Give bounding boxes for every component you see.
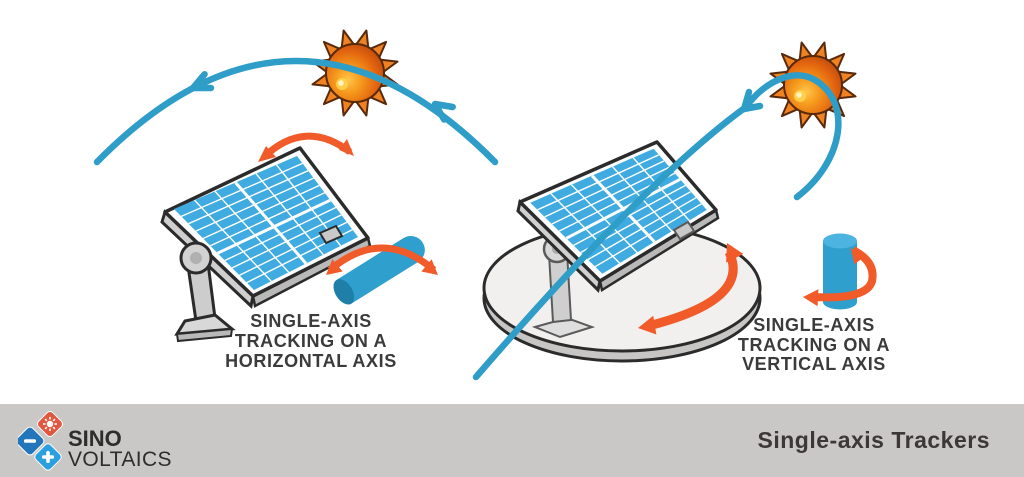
arrow-chevron-icon bbox=[431, 100, 456, 123]
slide-title: Single-axis Trackers bbox=[757, 427, 990, 453]
horizontal-axis-tracker-diagram: SINGLE-AXIS TRACKING ON A HORIZONTAL AXI… bbox=[93, 29, 499, 371]
panel-bracket bbox=[318, 224, 344, 245]
panel-bracket bbox=[672, 220, 696, 241]
arrow-chevron-icon bbox=[740, 88, 764, 113]
footer-bar: SINO VOLTAICS Single-axis Trackers bbox=[0, 404, 1024, 477]
rotation-arrow-icon bbox=[326, 244, 438, 275]
sun-glyph-rays bbox=[43, 416, 57, 431]
rotation-arrow-icon bbox=[803, 246, 877, 307]
brand-logo: SINO VOLTAICS bbox=[18, 410, 172, 471]
diagram-canvas: SINGLE-AXIS TRACKING ON A HORIZONTAL AXI… bbox=[93, 29, 890, 381]
caption-line: SINGLE-AXIS bbox=[250, 311, 372, 331]
caption-line: HORIZONTAL AXIS bbox=[225, 351, 397, 371]
rotation-arrow-icon bbox=[258, 132, 354, 162]
caption-line: VERTICAL AXIS bbox=[742, 354, 886, 374]
caption-horizontal-axis: SINGLE-AXIS TRACKING ON A HORIZONTAL AXI… bbox=[225, 311, 397, 371]
rotation-arrow-icon bbox=[638, 243, 744, 335]
brand-name-line1: SINO bbox=[68, 426, 122, 451]
panel-grid bbox=[181, 162, 353, 284]
brand-name-line2: VOLTAICS bbox=[68, 448, 172, 471]
sun-icon bbox=[769, 41, 857, 129]
caption-vertical-axis: SINGLE-AXIS TRACKING ON A VERTICAL AXIS bbox=[738, 315, 890, 374]
pedestal bbox=[174, 241, 236, 343]
caption-line: SINGLE-AXIS bbox=[753, 315, 875, 335]
vertical-axis-tracker-diagram: SINGLE-AXIS TRACKING ON A VERTICAL AXIS bbox=[472, 41, 890, 381]
caption-line: TRACKING ON A bbox=[235, 331, 387, 351]
sun-path-arc bbox=[93, 57, 499, 166]
solar-panel bbox=[160, 146, 372, 309]
arrow-chevron-icon bbox=[189, 70, 215, 92]
caption-line: TRACKING ON A bbox=[738, 335, 890, 355]
sun-path-arc bbox=[472, 72, 842, 381]
